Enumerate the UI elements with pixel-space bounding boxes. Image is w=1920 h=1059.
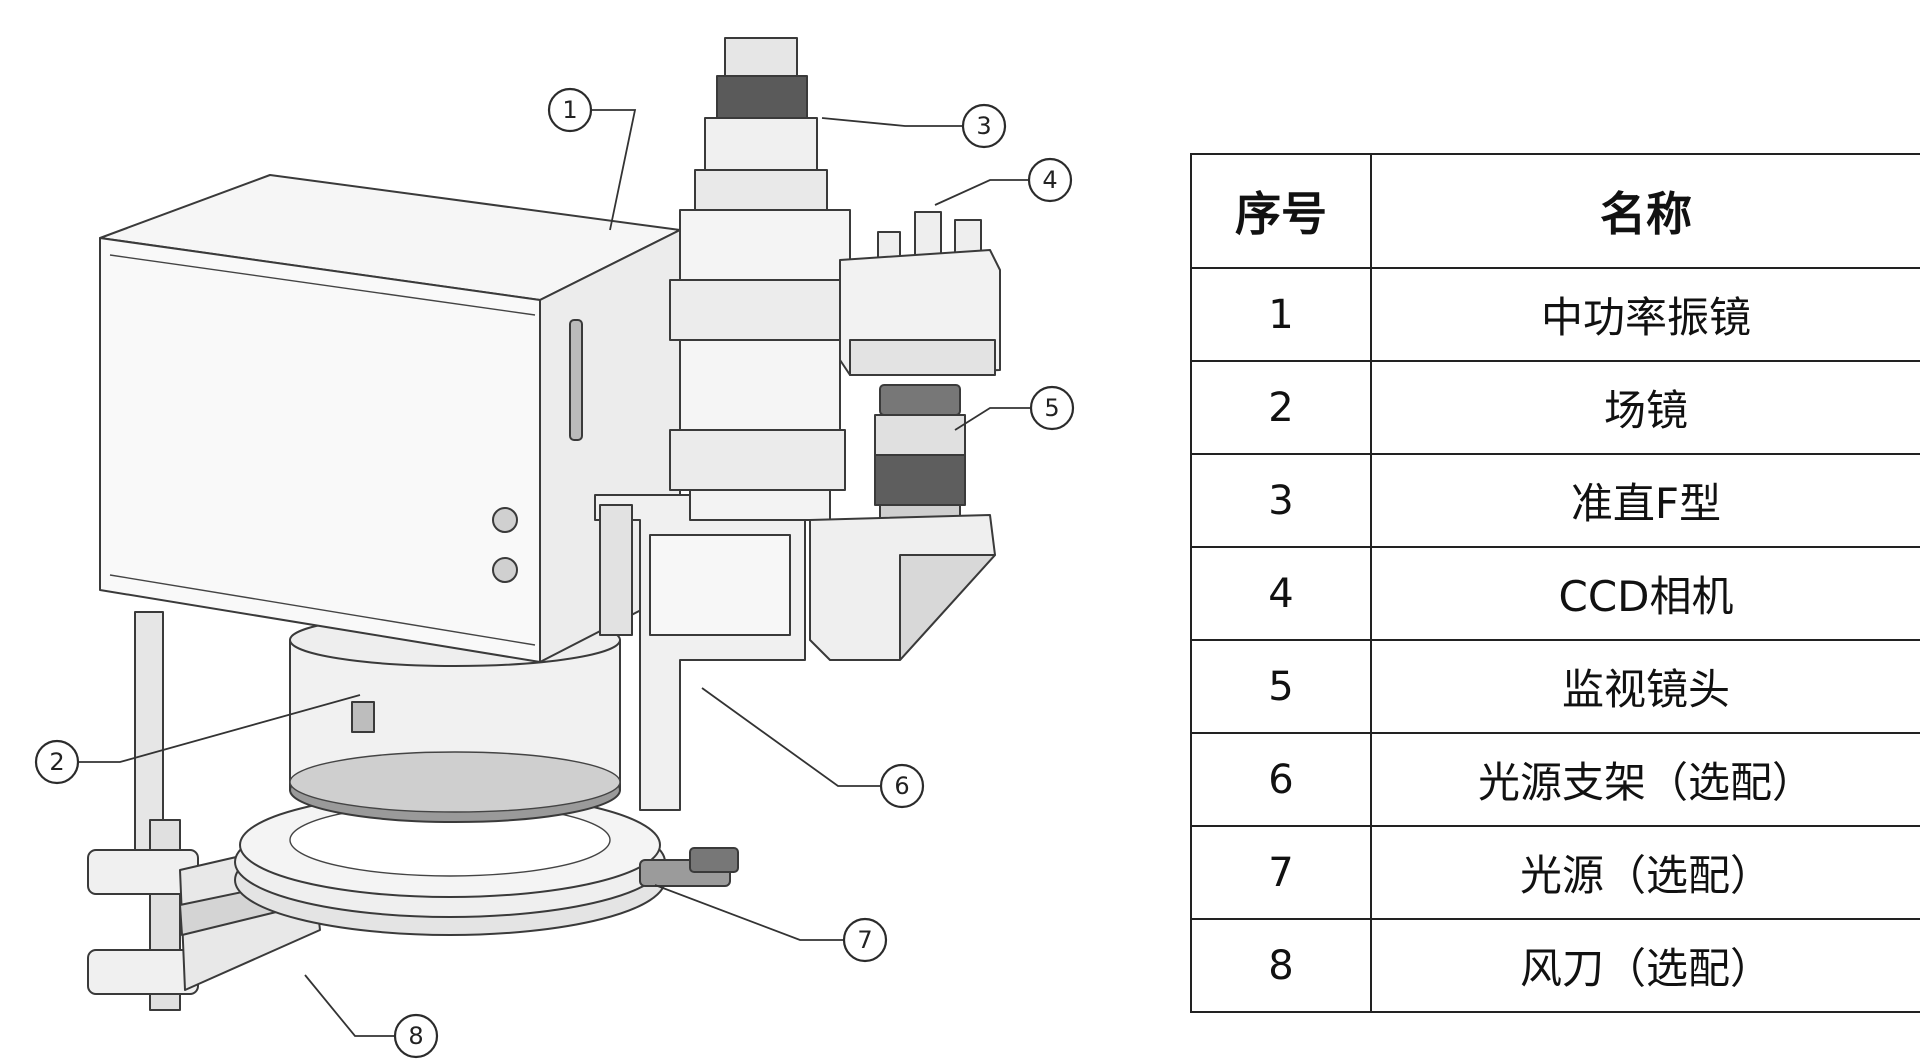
row-index: 1 bbox=[1190, 267, 1372, 362]
table-row: 2 场镜 bbox=[1190, 360, 1920, 455]
row-name: 中功率振镜 bbox=[1370, 267, 1920, 362]
row-name: 监视镜头 bbox=[1370, 639, 1920, 734]
table-header-row: 序号 名称 bbox=[1190, 153, 1920, 269]
monitor-lens bbox=[809, 384, 996, 661]
callout-3: 3 bbox=[961, 103, 1007, 149]
row-name: 光源支架（选配） bbox=[1370, 732, 1920, 827]
ccd-camera bbox=[839, 211, 1001, 376]
callout-1: 1 bbox=[547, 87, 593, 133]
row-name: 场镜 bbox=[1370, 360, 1920, 455]
galvo-head-drawing: 1 2 3 4 5 6 7 8 bbox=[34, 37, 1075, 1059]
svg-text:7: 7 bbox=[857, 926, 872, 954]
row-index: 3 bbox=[1190, 453, 1372, 548]
air-knife-assembly bbox=[87, 611, 321, 1011]
svg-text:4: 4 bbox=[1042, 166, 1057, 194]
svg-text:8: 8 bbox=[408, 1022, 423, 1050]
table-row: 4 CCD相机 bbox=[1190, 546, 1920, 641]
row-name: 准直F型 bbox=[1370, 453, 1920, 548]
callout-4: 4 bbox=[1027, 157, 1073, 203]
row-index: 7 bbox=[1190, 825, 1372, 920]
svg-text:6: 6 bbox=[894, 772, 909, 800]
svg-text:2: 2 bbox=[49, 748, 64, 776]
header-name: 名称 bbox=[1370, 153, 1920, 269]
leader-lines bbox=[78, 109, 1030, 1037]
callout-5: 5 bbox=[1029, 385, 1075, 431]
table-row: 1 中功率振镜 bbox=[1190, 267, 1920, 362]
table-row: 3 准直F型 bbox=[1190, 453, 1920, 548]
row-name: 风刀（选配） bbox=[1370, 918, 1920, 1013]
parts-table: 序号 名称 1 中功率振镜 2 场镜 3 准直F型 4 CCD相机 5 监视镜头… bbox=[1190, 153, 1920, 1013]
row-name: CCD相机 bbox=[1370, 546, 1920, 641]
callout-7: 7 bbox=[842, 917, 888, 963]
row-index: 4 bbox=[1190, 546, 1372, 641]
row-index: 6 bbox=[1190, 732, 1372, 827]
svg-text:3: 3 bbox=[976, 112, 991, 140]
callout-8: 8 bbox=[393, 1013, 439, 1059]
callout-6: 6 bbox=[879, 763, 925, 809]
header-index: 序号 bbox=[1190, 153, 1372, 269]
table-row: 5 监视镜头 bbox=[1190, 639, 1920, 734]
table-row: 6 光源支架（选配） bbox=[1190, 732, 1920, 827]
svg-text:1: 1 bbox=[562, 96, 577, 124]
callout-2: 2 bbox=[34, 739, 80, 785]
row-name: 光源（选配） bbox=[1370, 825, 1920, 920]
row-index: 5 bbox=[1190, 639, 1372, 734]
light-source-bracket bbox=[594, 494, 806, 811]
galvo-box bbox=[99, 174, 681, 663]
table-row: 7 光源（选配） bbox=[1190, 825, 1920, 920]
svg-text:5: 5 bbox=[1044, 394, 1059, 422]
row-index: 8 bbox=[1190, 918, 1372, 1013]
row-index: 2 bbox=[1190, 360, 1372, 455]
collimator-assembly bbox=[669, 37, 851, 521]
table-row: 8 风刀（选配） bbox=[1190, 918, 1920, 1013]
